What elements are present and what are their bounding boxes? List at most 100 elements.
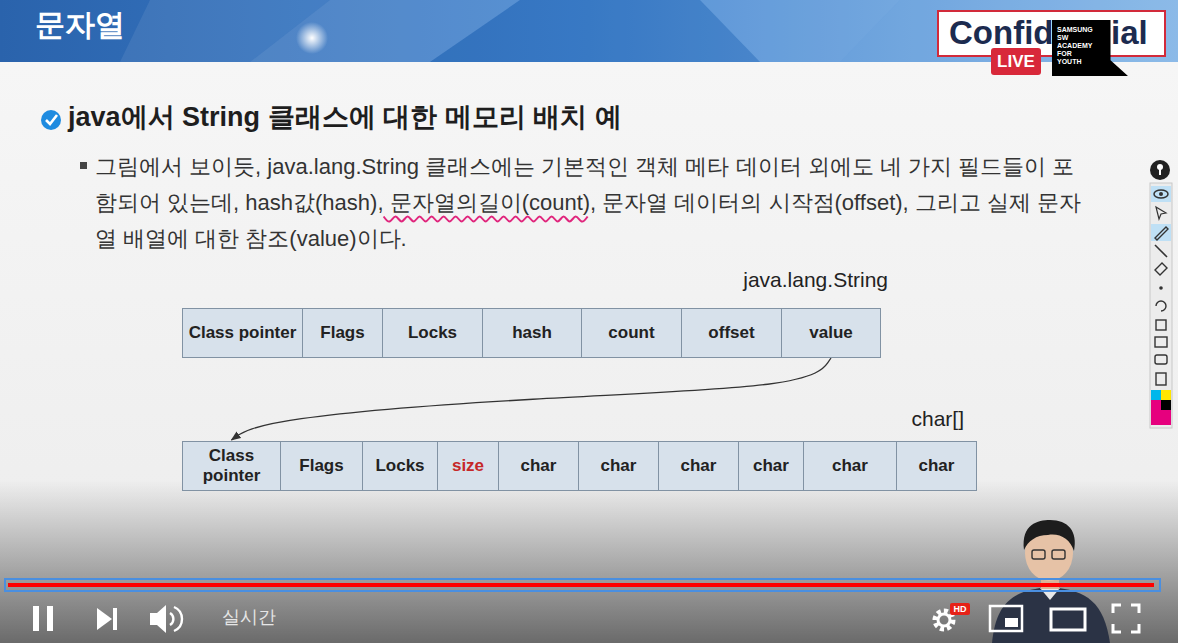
presenter-figure xyxy=(992,520,1110,643)
eye-icon xyxy=(1154,190,1168,198)
node-text: ial xyxy=(1111,14,1148,52)
miniplayer-inner xyxy=(1005,618,1018,627)
field-cell: char xyxy=(658,441,739,491)
node-text: char xyxy=(753,456,789,476)
field-cell: count xyxy=(581,308,682,358)
player-shade xyxy=(0,480,1178,643)
volume-wave xyxy=(170,613,173,625)
node-text: char xyxy=(832,456,868,476)
highlight-underline xyxy=(384,216,588,221)
node-text: Locks xyxy=(408,323,457,343)
field-cell: Flags xyxy=(280,441,363,491)
progress-played xyxy=(8,583,1154,587)
node-text: char xyxy=(919,456,955,476)
node-text: char xyxy=(601,456,637,476)
pen-icon xyxy=(1155,227,1168,240)
node-text: hash xyxy=(512,323,552,343)
node-text: value xyxy=(809,323,852,343)
node-text: Flags xyxy=(320,323,364,343)
node-text: SAMSUNG SW ACADEMY FOR YOUTH xyxy=(1057,26,1097,66)
color-swatch-black xyxy=(1161,400,1171,410)
toolbar-help-icon xyxy=(1150,160,1170,180)
next-icon-bar xyxy=(113,608,117,630)
field-cell: size xyxy=(437,441,499,491)
node-text: char xyxy=(681,456,717,476)
settings-gear-hub xyxy=(938,614,950,626)
string-object-layout: java.lang.StringClass pointerFlagsLocksh… xyxy=(182,308,881,358)
field-cell: char xyxy=(498,441,579,491)
presenter-glasses xyxy=(1032,550,1045,559)
progress-bar xyxy=(5,579,1160,591)
miniplayer-icon xyxy=(990,606,1022,631)
row-caption: char[] xyxy=(182,407,964,431)
field-cell: offset xyxy=(681,308,782,358)
confidential-stamp: Confid ial xyxy=(937,10,1166,57)
save-icon xyxy=(1155,337,1167,347)
row-caption: java.lang.String xyxy=(182,268,888,292)
toolbar-panel xyxy=(1150,183,1172,428)
fullscreen-icon xyxy=(1113,605,1139,632)
heading-check-icon xyxy=(41,110,61,130)
body-paragraph: 그림에서 보이듯, java.lang.String 클래스에는 기본적인 객체… xyxy=(95,149,1085,257)
live-indicator: 실시간 xyxy=(222,607,276,629)
next-icon xyxy=(97,608,112,630)
field-cell: Class pointer xyxy=(182,308,303,358)
theater-icon xyxy=(1051,609,1085,630)
field-cell: value xyxy=(781,308,881,358)
field-cell: Class pointer xyxy=(182,441,281,491)
bullet-square xyxy=(80,162,87,169)
check-mark xyxy=(46,115,57,124)
slide-body xyxy=(0,62,1178,643)
color-swatch-cyan xyxy=(1151,390,1161,400)
pause-icon xyxy=(47,606,53,631)
presenter-collar xyxy=(1040,588,1060,600)
trash-icon xyxy=(1156,320,1166,330)
node-text: LIVE xyxy=(997,52,1035,72)
volume-icon xyxy=(150,605,166,633)
node-text: char xyxy=(521,456,557,476)
eye-pupil xyxy=(1159,192,1163,196)
node-text: HD xyxy=(954,604,967,614)
hd-badge: HD xyxy=(950,603,970,615)
field-cell: hash xyxy=(482,308,582,358)
reference-arrow xyxy=(232,358,832,440)
char-array-layout: char[]Class pointerFlagsLockssizecharcha… xyxy=(182,441,977,491)
check-circle xyxy=(41,110,61,130)
presenter-glasses xyxy=(1052,550,1065,559)
camera-icon xyxy=(1155,355,1167,364)
section-heading: java에서 String 클래스에 대한 메모리 배치 예 xyxy=(68,101,622,133)
node-text: Class pointer xyxy=(188,446,275,485)
line-icon xyxy=(1155,245,1167,257)
eraser-icon xyxy=(1155,263,1167,275)
toolbar-active xyxy=(1151,186,1171,202)
node-text: Locks xyxy=(375,456,424,476)
node-text: Class pointer xyxy=(189,323,297,343)
live-badge: LIVE xyxy=(991,48,1041,75)
clipboard-icon xyxy=(1156,373,1166,385)
toolbar-help-stem xyxy=(1159,169,1161,175)
undo-icon xyxy=(1156,301,1166,311)
node-text: offset xyxy=(708,323,754,343)
field-cell: Locks xyxy=(362,441,438,491)
field-cell: char xyxy=(578,441,659,491)
color-swatch-magenta xyxy=(1151,400,1161,425)
field-cell: char xyxy=(738,441,804,491)
color-swatch-magenta xyxy=(1161,410,1171,425)
presenter-body xyxy=(992,587,1110,643)
field-cell: Locks xyxy=(382,308,483,358)
color-swatch-yellow xyxy=(1161,390,1171,400)
toolbar-active xyxy=(1151,224,1171,241)
node-text: count xyxy=(608,323,654,343)
node-text: Confid xyxy=(949,14,1053,52)
player-controls xyxy=(33,605,1139,633)
presenter-hair xyxy=(1024,520,1075,551)
pause-icon xyxy=(33,606,39,631)
banner-glow xyxy=(296,22,328,54)
field-cell: char xyxy=(896,441,977,491)
field-cell: char xyxy=(803,441,897,491)
volume-wave xyxy=(174,607,182,631)
pointer-icon xyxy=(1156,207,1166,219)
field-cell: Flags xyxy=(302,308,383,358)
